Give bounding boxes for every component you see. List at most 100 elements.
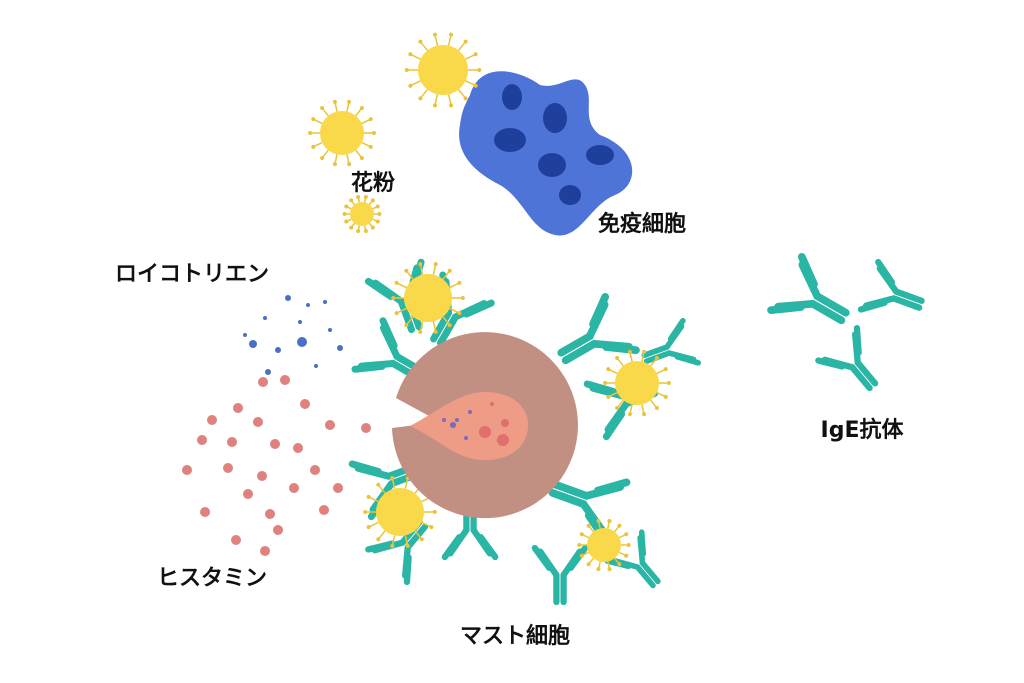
pollen-spike-tip [654, 405, 659, 410]
pollen-spike-tip [615, 356, 620, 361]
antibody-arm [667, 317, 702, 366]
histamine-dot [200, 507, 210, 517]
leukotriene-dot [323, 300, 327, 304]
immune-cell-nucleus [586, 145, 614, 165]
ige-antibody [767, 252, 850, 325]
immune-cell-nucleus [502, 84, 522, 110]
pollen-spike-tip [596, 518, 601, 523]
pollen-body [615, 361, 659, 405]
histamine-dot [300, 399, 310, 409]
pollen-spike-tip [463, 96, 468, 101]
ige-antibody [557, 292, 640, 365]
pollen-spike-tip [463, 39, 468, 44]
pollen-spike-tip [429, 525, 434, 530]
pollen-spike-tip [344, 219, 349, 224]
ige-antibody [531, 544, 589, 606]
pollen-spike-tip [607, 567, 612, 572]
mast-cell-granule [442, 418, 446, 422]
pollen-spike-tip [390, 543, 395, 548]
pollen-spike-tip [408, 52, 413, 57]
pollen-spike-tip [447, 268, 452, 273]
pollen-body [350, 202, 374, 226]
pollen-spike-tip [405, 543, 410, 548]
pollen-spike-tip [617, 523, 622, 528]
pollen-grain [603, 349, 671, 417]
pollen-spike-tip [457, 311, 462, 316]
histamine-dot [223, 463, 233, 473]
pollen-spike-tip [363, 510, 368, 514]
pollen-spike-tip [460, 296, 465, 300]
pollen-spike-tip [376, 482, 381, 487]
immune-cell [459, 71, 633, 236]
leukotriene-dot [285, 295, 291, 301]
pollen-spike-tip [408, 83, 413, 88]
pollen-spike-tip [473, 83, 478, 88]
histamine-dot [243, 489, 253, 499]
histamine-dot [280, 375, 290, 385]
pollen-spike-tip [449, 103, 454, 108]
label-histamine: ヒスタミン [156, 566, 268, 591]
pollen-spike-tip [473, 52, 478, 57]
pollen-spike-tip [586, 562, 591, 567]
pollen-spike-tip [391, 296, 396, 300]
antibody-arm [767, 252, 818, 315]
pollen-spike-tip [349, 225, 354, 230]
mast-cell [392, 332, 578, 519]
pollen-spike-tip [332, 162, 337, 167]
pollen-spike-tip [663, 394, 668, 399]
histamine-dot [258, 377, 268, 387]
histamine-dot [361, 423, 371, 433]
pollen-spike-tip [663, 367, 668, 372]
pollen-body [376, 488, 424, 536]
pollen-spike-tip [356, 195, 361, 200]
histamine-dot [253, 417, 263, 427]
pollen-spike-tip [371, 131, 376, 135]
pollen-spike-tip [624, 553, 629, 558]
pollen-spike-tip [375, 219, 380, 224]
label-leukotriene: ロイコトリエン [114, 262, 270, 287]
mast-cell-granule [455, 418, 459, 422]
histamine-dot [233, 403, 243, 413]
mast-cell-granule [479, 426, 491, 438]
leukotriene-dot [263, 316, 267, 320]
pollen-spike-tip [654, 356, 659, 361]
pollen-spike-tip [603, 381, 608, 385]
label-pollen: 花粉 [350, 171, 396, 196]
pollen-spike-tip [404, 68, 409, 72]
pollen-spike-tip [342, 212, 347, 216]
leukotriene-dot [297, 337, 307, 347]
mast-cell-granule [468, 410, 472, 414]
pollen-spike-tip [404, 268, 409, 273]
pollen-spike-tip [447, 323, 452, 328]
pollen-body [587, 528, 621, 562]
pollen-spike-tip [394, 311, 399, 316]
immune-cell-nucleus [494, 128, 526, 152]
histamine-dot [319, 505, 329, 515]
antibody-arm [589, 292, 640, 355]
label-immune-cell: 免疫細胞 [597, 212, 687, 237]
pollen-spike-tip [457, 280, 462, 285]
immune-cell-nucleus [559, 185, 581, 205]
pollen-spike-tip [404, 323, 409, 328]
pollen-spike-tip [359, 155, 364, 160]
antibody-arm [441, 534, 499, 561]
pollen-spike-tip [359, 106, 364, 111]
pollen-grain [308, 99, 376, 167]
mast-cell-granule [464, 436, 468, 440]
histamine-dot [207, 415, 217, 425]
pollen-spike-tip [577, 543, 582, 547]
leukotriene-dot [249, 340, 257, 348]
antibody-arm [365, 540, 412, 586]
pollen-spike-tip [617, 562, 622, 567]
pollen-spike-tip [320, 106, 325, 111]
pollen-spike-tip [332, 99, 337, 104]
pollen-spike-tip [366, 494, 371, 499]
antibody-arm [531, 544, 589, 571]
pollen-body [404, 274, 452, 322]
mast-cell-granule [450, 422, 456, 428]
pollen-grain [391, 262, 465, 334]
pollen-spike-tip [390, 476, 395, 481]
pollen-spike-tip [368, 144, 373, 149]
pollen-spike-tip [432, 32, 437, 37]
